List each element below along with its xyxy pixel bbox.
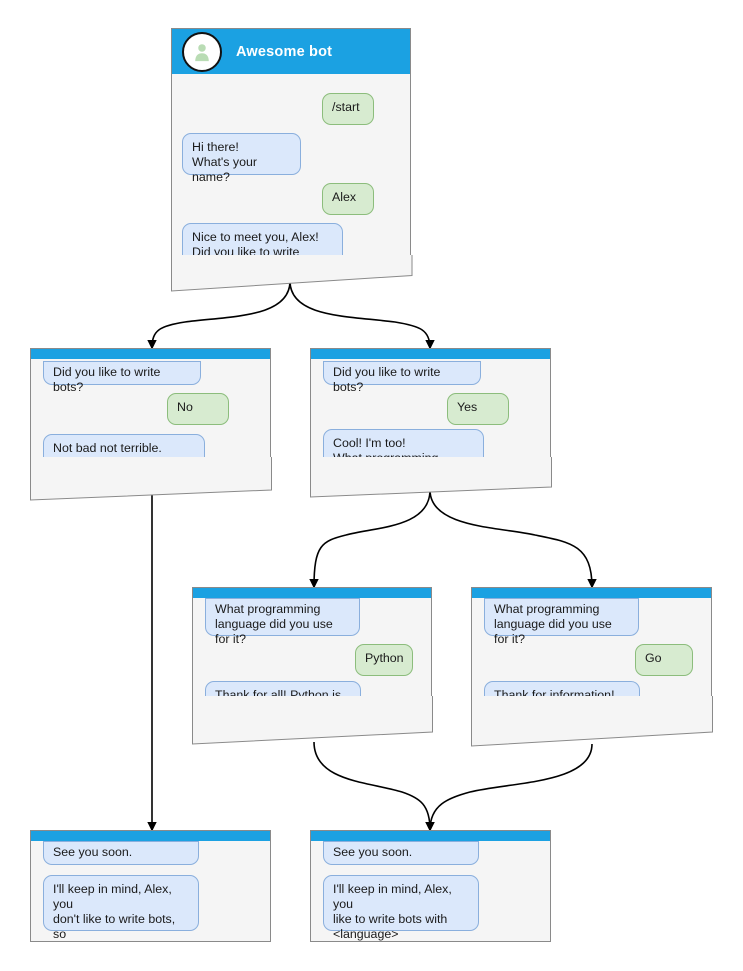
message-bubble: No [167,393,229,425]
message-bubble: /start [322,93,374,125]
message-bubble: Nice to meet you, Alex! Did you like to … [182,223,343,266]
message-bubble: Not bad not terrible. See you soon. [43,434,205,468]
message-bubble: Cool! I'm too! What programming language… [323,429,484,468]
node-answer-yes-chat: Did you like to write bots? Yes Cool! I'… [311,349,550,468]
node-start-titlebar: Awesome bot [172,29,410,74]
message-bubble: Hi there! What's your name? [182,133,301,184]
node-answer-yes[interactable]: Did you like to write bots? Yes Cool! I'… [310,348,551,468]
message-bubble: Thank for information! See you soon. [484,681,640,707]
avatar [182,31,222,72]
message-bubble: Did you like to write bots? [323,361,481,394]
edge-start-to-answer-no [147,280,291,350]
message-bubble: Go [635,644,693,676]
message-bubble: What programming language did you use fo… [205,598,360,646]
edge-answer-yes-to-lang-python [309,489,431,589]
node-lang-go-chat: What programming language did you use fo… [472,588,711,707]
person-icon [195,43,209,61]
node-end-yes-chat: See you soon. I'll keep in mind, Alex, y… [311,831,550,941]
edge-lang-go-to-end-yes [425,743,593,832]
node-answer-no-titlebar [31,349,270,359]
node-lang-go-titlebar [472,588,711,598]
node-answer-no-chat: Did you like to write bots? No Not bad n… [31,349,270,468]
node-start-title: Awesome bot [236,43,333,60]
message-bubble: I'll keep in mind, Alex, you like to wri… [323,875,479,941]
node-lang-go[interactable]: What programming language did you use fo… [471,587,712,707]
node-end-yes[interactable]: See you soon. I'll keep in mind, Alex, y… [310,830,551,942]
node-lang-python-chat: What programming language did you use fo… [193,588,431,707]
message-bubble: Python [355,644,413,676]
node-start[interactable]: Awesome bot /start Hi there! What's your… [171,28,411,266]
message-bubble: See you soon. [43,841,199,865]
message-bubble: Yes [447,393,509,425]
node-answer-no[interactable]: Did you like to write bots? No Not bad n… [30,348,271,468]
edge-lang-python-to-end-yes [313,741,435,832]
edge-start-to-answer-yes [289,280,435,350]
edge-answer-yes-to-lang-go [429,489,597,589]
message-bubble: Alex [322,183,374,215]
message-bubble: See you soon. [323,841,479,865]
node-answer-yes-titlebar [311,349,550,359]
message-bubble: Thank for all! Python is in my hearth! S… [205,681,361,707]
message-bubble: Did you like to write bots? [43,361,201,394]
node-end-no-chat: See you soon. I'll keep in mind, Alex, y… [31,831,270,941]
node-end-no[interactable]: See you soon. I'll keep in mind, Alex, y… [30,830,271,942]
message-bubble: What programming language did you use fo… [484,598,639,646]
message-bubble: I'll keep in mind, Alex, you don't like … [43,875,199,941]
node-end-yes-titlebar [311,831,550,841]
node-end-no-titlebar [31,831,270,841]
node-lang-python-titlebar [193,588,431,598]
node-lang-python[interactable]: What programming language did you use fo… [192,587,432,707]
node-start-chat: /start Hi there! What's your name? Alex … [172,29,410,266]
